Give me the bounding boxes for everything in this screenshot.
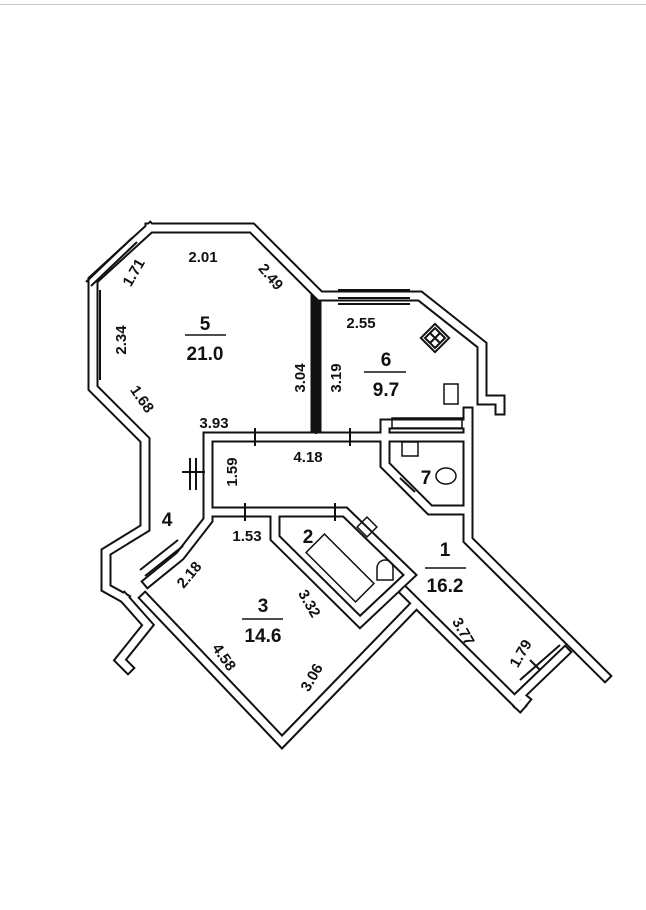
- dim-2-49: 2.49: [255, 260, 287, 293]
- dim-3-19: 3.19: [328, 363, 345, 392]
- room-3-area: 14.6: [245, 626, 282, 647]
- room-1-area: 16.2: [427, 576, 464, 597]
- room-labels: 5 21.0 6 9.7 7 4 2 1 16.2 3 14.6: [162, 314, 466, 647]
- dim-1-53: 1.53: [232, 528, 261, 545]
- windows: [85, 237, 561, 681]
- dim-3-32: 3.32: [294, 587, 323, 621]
- doors: [244, 428, 416, 521]
- sink-room6-icon: [443, 383, 459, 405]
- dim-1-59: 1.59: [224, 457, 241, 486]
- room-3-number: 3: [258, 596, 269, 617]
- toilet-room2-icon: [376, 559, 394, 581]
- sink-room2-icon: [356, 516, 378, 538]
- window-room4: [182, 458, 205, 490]
- room-5-number: 5: [200, 314, 211, 335]
- dim-2-34: 2.34: [113, 325, 130, 355]
- stove-grid: [423, 326, 447, 350]
- dim-4-18: 4.18: [293, 449, 322, 466]
- walls-inner: [89, 223, 610, 748]
- dim-1-79: 1.79: [506, 637, 535, 671]
- room-6-number: 6: [381, 350, 392, 371]
- toilet-room7-icon: [435, 467, 457, 485]
- dim-2-01: 2.01: [188, 249, 217, 266]
- top-border-line: [0, 4, 646, 5]
- bathtub-room2-icon: [304, 532, 376, 604]
- room-1-number: 1: [440, 540, 451, 561]
- dim-3-06: 3.06: [297, 661, 326, 695]
- walls: [87, 220, 613, 750]
- fixtures: [304, 322, 463, 604]
- dim-1-68: 1.68: [126, 383, 157, 417]
- room-5-area: 21.0: [187, 344, 224, 365]
- dim-2-55: 2.55: [346, 315, 375, 332]
- room-4-number: 4: [162, 510, 173, 531]
- room-6-area: 9.7: [373, 380, 399, 401]
- window-corridor: [519, 644, 561, 681]
- window-room6: [338, 289, 410, 305]
- room-7-number: 7: [421, 468, 432, 489]
- sink-room7-icon: [401, 441, 419, 457]
- dim-1-71: 1.71: [119, 256, 148, 290]
- window-room3: [139, 539, 184, 577]
- window-room5: [85, 237, 138, 380]
- dim-3-04: 3.04: [292, 363, 309, 393]
- walls-outer: [87, 220, 613, 750]
- room-2-number: 2: [303, 527, 314, 548]
- dim-3-93: 3.93: [199, 415, 228, 432]
- bathtub-room7-icon: [391, 417, 463, 429]
